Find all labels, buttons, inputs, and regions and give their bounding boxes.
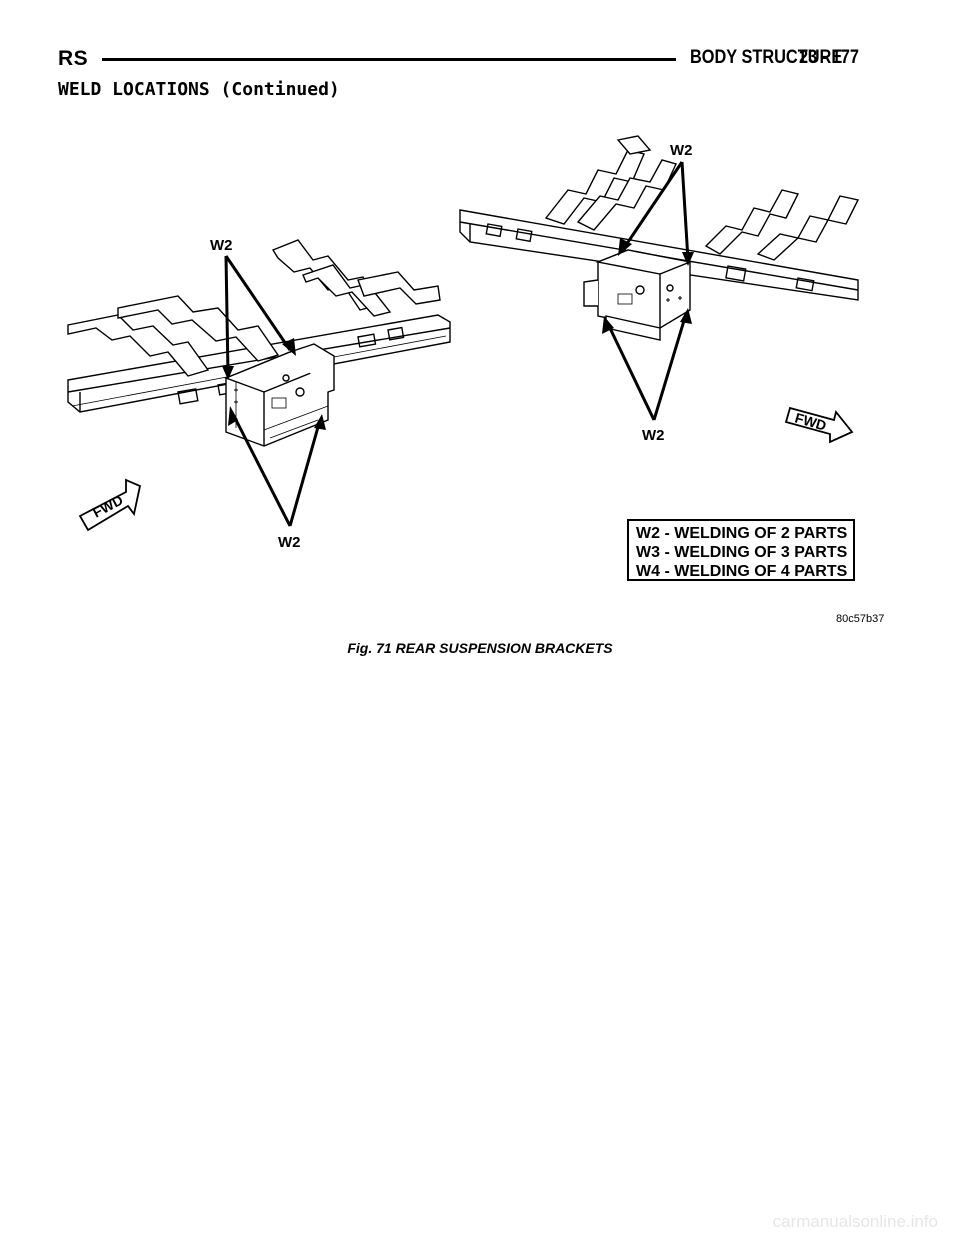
callout-arrows xyxy=(222,161,694,527)
watermark: carmanualsonline.info xyxy=(772,1212,938,1231)
page-header: RS BODY STRUCTURE 23 - 177 xyxy=(58,44,878,74)
callout-label-top-left: W2 xyxy=(210,237,233,254)
header-rule xyxy=(102,58,676,61)
header-page-number: 23 - 177 xyxy=(799,47,859,68)
legend-item-w2: W2 - WELDING OF 2 PARTS xyxy=(636,525,848,542)
legend-item-w3: W3 - WELDING OF 3 PARTS xyxy=(636,544,848,561)
weld-legend: W2 - WELDING OF 2 PARTS W3 - WELDING OF … xyxy=(627,519,855,581)
fwd-right-label: FWD xyxy=(793,410,828,434)
callout-label-bottom-right: W2 xyxy=(642,427,665,444)
callout-label-top-right: W2 xyxy=(670,142,693,159)
callout-label-bottom-left: W2 xyxy=(278,534,301,551)
section-title: WELD LOCATIONS (Continued) xyxy=(58,79,340,100)
fwd-arrow-right-icon: FWD xyxy=(784,406,854,444)
right-frame-illustration xyxy=(459,135,860,341)
header-model-code: RS xyxy=(58,47,89,70)
fwd-arrow-left-icon: FWD xyxy=(78,478,142,532)
figure-caption: Fig. 71 REAR SUSPENSION BRACKETS xyxy=(347,640,613,656)
weld-location-figure: W2 W2 W2 W2 FWD FWD W2 - WELDING OF 2 PA… xyxy=(67,135,884,625)
header-section-title: BODY STRUCTURE xyxy=(690,47,843,68)
legend-item-w4: W4 - WELDING OF 4 PARTS xyxy=(636,563,848,580)
left-frame-illustration xyxy=(67,239,451,447)
figure-code: 80c57b37 xyxy=(836,613,884,625)
